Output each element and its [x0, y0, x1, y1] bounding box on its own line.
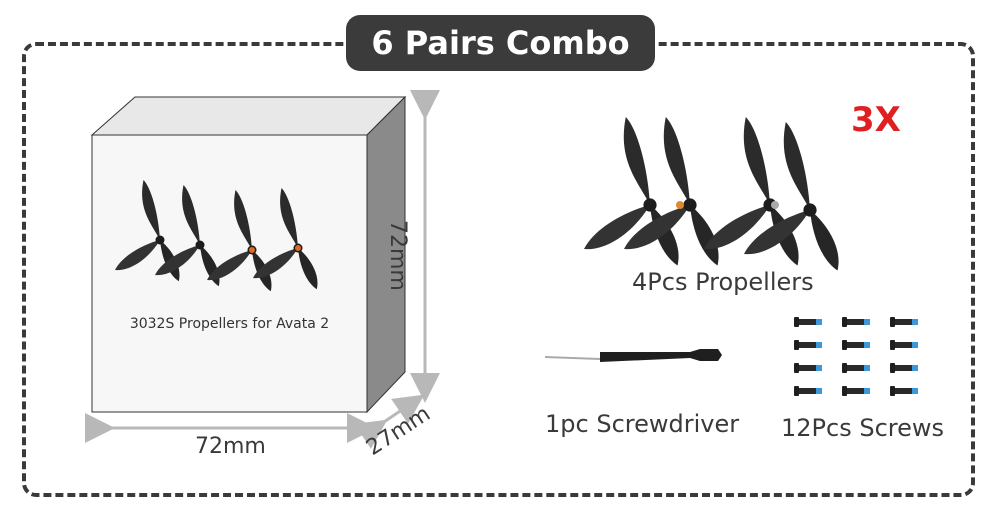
- screw: [842, 317, 870, 327]
- screw: [842, 363, 870, 373]
- screwdriver-image: [544, 349, 722, 362]
- screw: [842, 386, 870, 396]
- screws-label: 12Pcs Screws: [781, 414, 945, 442]
- box-product-label: 3032S Propellers for Avata 2: [129, 316, 330, 332]
- propellers-image: [584, 117, 839, 271]
- screw: [890, 386, 918, 396]
- screw: [890, 317, 918, 327]
- combo-title: 6 Pairs Combo: [346, 15, 655, 71]
- screw: [794, 317, 822, 327]
- quantity-badge: 3X: [851, 100, 901, 140]
- package-box: [90, 95, 407, 414]
- box-height-label: 72mm: [385, 220, 410, 291]
- screw: [794, 340, 822, 350]
- box-propeller-image: [115, 180, 318, 292]
- screw: [794, 363, 822, 373]
- screwdriver-label: 1pc Screwdriver: [545, 410, 740, 438]
- screw: [890, 340, 918, 350]
- propellers-label: 4Pcs Propellers: [632, 268, 814, 296]
- screws-image: [794, 317, 918, 396]
- screw: [794, 386, 822, 396]
- screw: [842, 340, 870, 350]
- box-width-label: 72mm: [195, 434, 266, 459]
- screw: [890, 363, 918, 373]
- depth-arrow: [354, 394, 425, 449]
